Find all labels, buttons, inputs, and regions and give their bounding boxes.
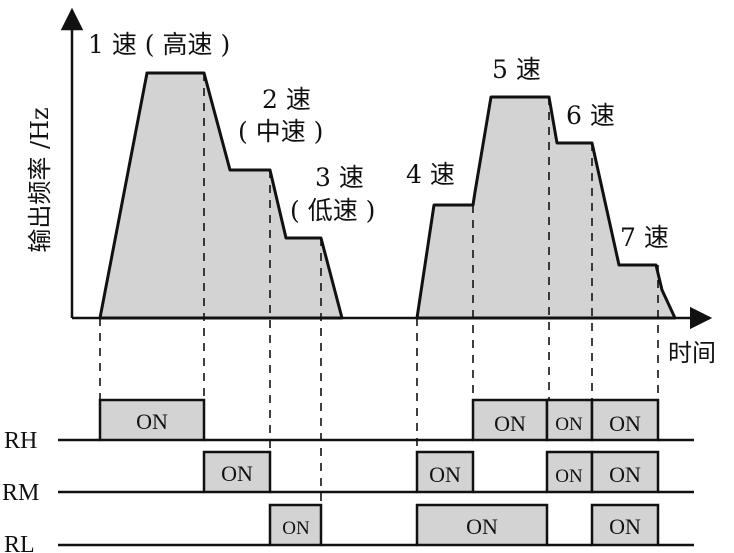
rl-on-box-2 xyxy=(415,503,549,547)
rm-on-box-2 xyxy=(415,450,475,494)
signal-label-rl: RL xyxy=(4,532,35,553)
speed-label-3-sub: ( 低速 ) xyxy=(290,196,375,225)
frequency-profile-2 xyxy=(415,95,677,320)
rl-on-box-1 xyxy=(268,503,323,547)
y-axis-label: 输出频率 /Hz xyxy=(26,107,54,252)
rh-on-box-2 xyxy=(471,398,549,442)
rm-on-label-2: ON xyxy=(429,462,461,487)
rm-on-box-3 xyxy=(545,450,594,494)
speed-label-2-sub: ( 中速 ) xyxy=(238,117,323,146)
speed-label-4: 4 速 xyxy=(406,160,455,189)
rl-on-box-3 xyxy=(590,503,660,547)
rm-on-label-3: ON xyxy=(555,466,583,487)
speed-label-1: 1 速 ( 高速 ) xyxy=(88,30,230,59)
rm-on-box-1 xyxy=(202,450,272,494)
rh-on-box-1 xyxy=(98,398,206,442)
rm-on-label-1: ON xyxy=(221,461,253,486)
rh-on-label-4: ON xyxy=(609,411,641,436)
signal-baselines xyxy=(58,438,694,547)
rl-on-label-1: ON xyxy=(282,518,310,539)
rl-on-label-2: ON xyxy=(466,514,498,539)
rl-on-label-3: ON xyxy=(609,514,641,539)
rh-on-box-4 xyxy=(590,398,660,442)
rh-on-label-1: ON xyxy=(136,409,168,434)
rh-on-label-3: ON xyxy=(555,414,583,435)
speed-label-5: 5 速 xyxy=(492,55,541,84)
speed-label-3: 3 速 xyxy=(315,163,364,192)
signal-label-rm: RM xyxy=(2,480,39,506)
rm-on-box-4 xyxy=(590,450,660,494)
speed-label-6: 6 速 xyxy=(566,101,615,130)
rm-on-label-4: ON xyxy=(609,462,641,487)
x-axis-label: 时间 xyxy=(668,339,716,367)
speed-label-2: 2 速 xyxy=(262,85,311,114)
on-boxes xyxy=(98,398,660,547)
signal-label-rh: RH xyxy=(4,428,37,454)
rh-on-label-2: ON xyxy=(494,411,526,436)
speed-label-7: 7 速 xyxy=(620,223,669,252)
